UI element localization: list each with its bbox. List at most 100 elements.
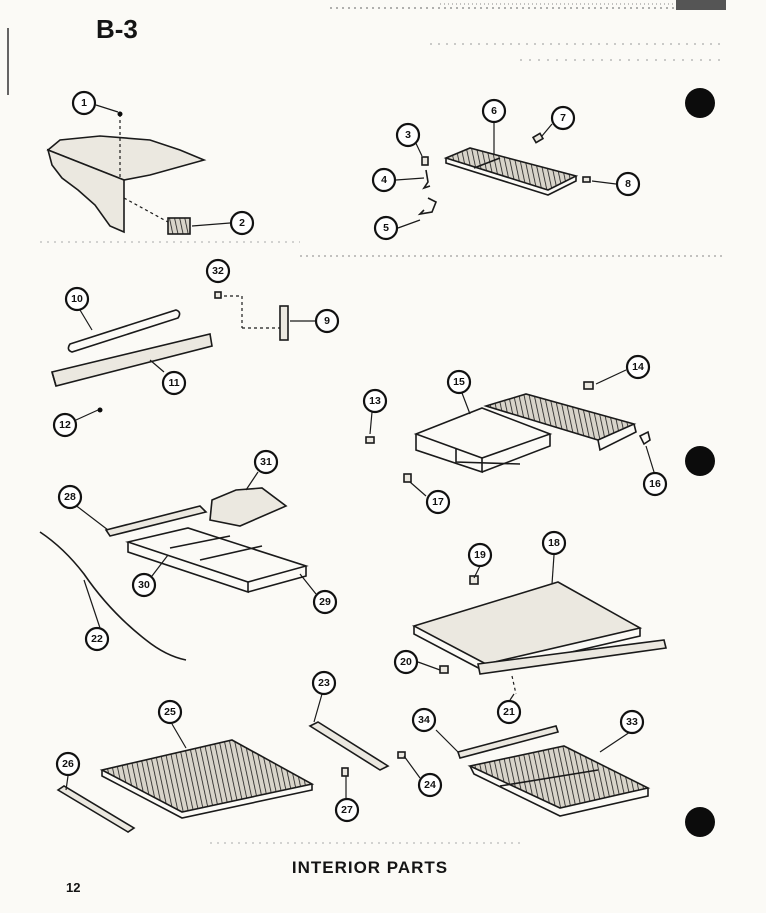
- breaker-strip: [51, 309, 213, 413]
- callout-12: 12: [52, 412, 78, 438]
- callout-number: 21: [503, 706, 515, 718]
- callout-31: 31: [253, 449, 279, 475]
- callout-number: 15: [453, 376, 465, 388]
- callout-29: 29: [312, 589, 338, 615]
- shelf-rail-left: [56, 785, 136, 833]
- callout-circle: [425, 489, 451, 515]
- callout-number: 25: [164, 706, 176, 718]
- callout-number: 5: [383, 222, 389, 234]
- callout-18: 18: [541, 530, 567, 556]
- callout-circle: [446, 369, 472, 395]
- callout-circle: [411, 707, 437, 733]
- crisper-cover-frame: [104, 487, 309, 594]
- section-divider-lines: [40, 241, 726, 844]
- callout-number: 30: [138, 579, 150, 591]
- callout-13: 13: [362, 388, 388, 414]
- callout-number: 33: [626, 716, 638, 728]
- heater-wire: [39, 531, 187, 661]
- binder-hole-bottom: [685, 807, 715, 837]
- callout-24: 24: [417, 772, 443, 798]
- callout-17: 17: [425, 489, 451, 515]
- callout-circle: [362, 388, 388, 414]
- callout-number: 1: [81, 97, 87, 109]
- binder-hole-middle: [685, 446, 715, 476]
- callout-circle: [161, 370, 187, 396]
- callout-circle: [57, 484, 83, 510]
- callout-circle: [52, 412, 78, 438]
- callout-circle: [229, 210, 255, 236]
- callout-circle: [496, 699, 522, 725]
- callout-circle: [395, 122, 421, 148]
- callout-16: 16: [642, 471, 668, 497]
- callout-1: 1: [71, 90, 97, 116]
- callout-circle: [417, 772, 443, 798]
- callout-19: 19: [467, 542, 493, 568]
- callout-circle: [84, 626, 110, 652]
- callout-circle: [550, 105, 576, 131]
- callout-14: 14: [625, 354, 651, 380]
- callout-number: 8: [625, 178, 631, 190]
- callout-5: 5: [373, 215, 399, 241]
- page-title: B-3: [96, 14, 138, 44]
- callout-number: 29: [319, 596, 331, 608]
- large-wire-shelf: [99, 739, 315, 819]
- callout-7: 7: [550, 105, 576, 131]
- callout-27: 27: [334, 797, 360, 823]
- louver-vent: [167, 217, 191, 235]
- diagram-caption: INTERIOR PARTS: [291, 858, 449, 877]
- callout-circle: [314, 308, 340, 334]
- callout-25: 25: [157, 699, 183, 725]
- callout-circle: [311, 670, 337, 696]
- callout-circle: [312, 589, 338, 615]
- callout-circle: [373, 215, 399, 241]
- callout-circle: [615, 171, 641, 197]
- callout-number: 9: [324, 315, 330, 327]
- callout-number: 6: [491, 105, 497, 117]
- callout-circle: [71, 90, 97, 116]
- callout-number: 10: [71, 293, 83, 305]
- small-wire-shelf: [456, 725, 651, 817]
- callout-circle: [619, 709, 645, 735]
- callout-number: 26: [62, 758, 74, 770]
- callout-9: 9: [314, 308, 340, 334]
- callout-21: 21: [496, 699, 522, 725]
- callout-circle: [371, 167, 397, 193]
- callout-circle: [157, 699, 183, 725]
- callout-23: 23: [311, 670, 337, 696]
- callout-number: 28: [64, 491, 76, 503]
- binder-hole-top: [685, 88, 715, 118]
- hinge-bracket: [214, 291, 289, 341]
- callout-circle: [205, 258, 231, 284]
- callout-number: 3: [405, 129, 411, 141]
- leader-lines: [65, 104, 655, 798]
- callout-circle: [64, 286, 90, 312]
- callout-number: 23: [318, 677, 330, 689]
- callout-number: 19: [474, 549, 486, 561]
- callout-circle: [481, 98, 507, 124]
- callout-number: 31: [260, 456, 272, 468]
- callout-circle: [334, 797, 360, 823]
- callout-33: 33: [619, 709, 645, 735]
- callout-15: 15: [446, 369, 472, 395]
- callout-number: 7: [560, 112, 566, 124]
- callout-number: 2: [239, 217, 245, 229]
- top-wire-shelf: [443, 147, 579, 196]
- callout-number: 4: [381, 174, 387, 186]
- callout-circle: [642, 471, 668, 497]
- callout-circle: [625, 354, 651, 380]
- callout-2: 2: [229, 210, 255, 236]
- callout-circle: [55, 751, 81, 777]
- page-number: 12: [66, 880, 81, 895]
- callout-11: 11: [161, 370, 187, 396]
- shelf-hardware-top: [417, 132, 591, 216]
- callout-circle: [393, 649, 419, 675]
- glass-shelf: [411, 575, 667, 695]
- callout-3: 3: [395, 122, 421, 148]
- callout-32: 32: [205, 258, 231, 284]
- callout-number: 18: [548, 537, 560, 549]
- shelf-rail-center: [308, 721, 406, 777]
- callout-number: 27: [341, 804, 353, 816]
- callout-number: 24: [424, 779, 436, 791]
- callout-number: 16: [649, 478, 661, 490]
